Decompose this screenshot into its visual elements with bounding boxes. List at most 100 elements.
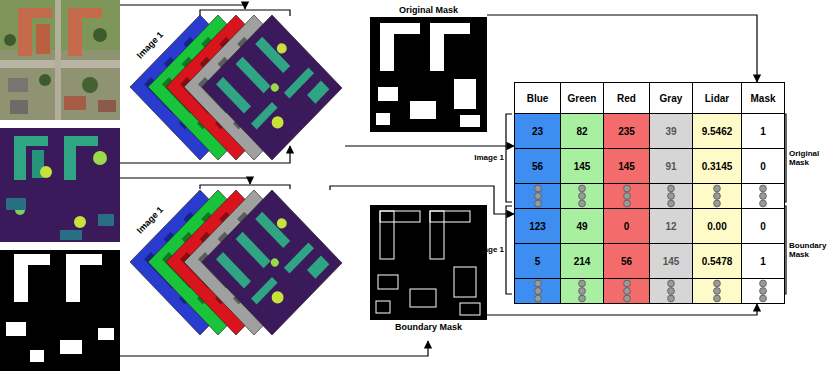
table-cell: [693, 279, 742, 304]
cell-value: 5: [535, 256, 541, 267]
cell-value: 39: [665, 126, 676, 137]
mask-image: [0, 250, 120, 371]
table-cell: 1: [742, 114, 785, 149]
bracket-label: Original Mask: [789, 149, 829, 167]
cell-value: 235: [618, 126, 635, 137]
table-cell: 23: [515, 114, 561, 149]
table-row: [515, 279, 785, 304]
flow-arrow: [487, 304, 757, 315]
table-cell: [561, 184, 604, 209]
cell-value: 1: [760, 256, 766, 267]
ellipsis-dots: [621, 279, 633, 303]
table-cell: [515, 184, 561, 209]
ellipsis-dots: [621, 184, 633, 208]
ellipsis-dots: [665, 184, 677, 208]
bracket-label: Image 1: [460, 245, 504, 254]
channel-layer: [202, 190, 342, 335]
column-header: Lidar: [705, 93, 729, 104]
table-cell: [515, 279, 561, 304]
table-row: 5 214 56 145 0.5478 1: [515, 244, 785, 279]
header-cell: Blue: [515, 83, 561, 114]
ellipsis-dots: [757, 279, 769, 303]
cell-value: 0.5478: [702, 256, 733, 267]
cell-value: 49: [576, 221, 587, 232]
flow-arrow: [345, 145, 514, 146]
lidar-image: [0, 128, 120, 242]
header-cell: Mask: [742, 83, 785, 114]
ellipsis-dots: [757, 184, 769, 208]
ellipsis-dots: [711, 184, 723, 208]
table-cell: [693, 184, 742, 209]
column-header: Red: [617, 93, 636, 104]
table-cell: 56: [604, 244, 650, 279]
table-row: 56145145910.31450: [515, 149, 785, 184]
bracket-label: Image 1: [460, 153, 504, 162]
table-cell: 0.5478: [693, 244, 742, 279]
cell-value: 0: [760, 221, 766, 232]
column-header: Mask: [750, 93, 775, 104]
table-row: 23 82 235 39 9.5462 1: [515, 114, 785, 149]
header-cell: Gray: [650, 83, 693, 114]
table-cell: [604, 279, 650, 304]
cell-value: 145: [663, 256, 680, 267]
header-cell: Red: [604, 83, 650, 114]
cell-value: 0.00: [707, 221, 726, 232]
column-header: Green: [568, 93, 597, 104]
ellipsis-dots: [665, 279, 677, 303]
column-header: Blue: [527, 93, 549, 104]
column-header: Gray: [660, 93, 683, 104]
table-cell: 0.3145: [693, 149, 742, 184]
table-row: 123 49 0 12 0.00 0: [515, 209, 785, 244]
table-cell: [650, 184, 693, 209]
cell-value: 23: [532, 126, 543, 137]
table-cell: 0.00: [693, 209, 742, 244]
aerial-photo: [0, 0, 120, 120]
ellipsis-dots: [576, 184, 588, 208]
mask-label: Original Mask: [370, 3, 487, 17]
value-table: Blue Green Red Gray Lidar Mask 23 82 235 39 9.5462…: [514, 82, 785, 304]
table-cell: 5: [515, 244, 561, 279]
cell-value: 82: [576, 126, 587, 137]
table-cell: 49: [561, 209, 604, 244]
cell-value: 56: [621, 256, 632, 267]
ellipsis-dots: [532, 279, 544, 303]
table-cell: 82: [561, 114, 604, 149]
cell-value: 1: [760, 126, 766, 137]
table-cell: 145: [561, 149, 604, 184]
table-cell: 0: [604, 209, 650, 244]
table-cell: 214: [561, 244, 604, 279]
table-cell: 145: [650, 244, 693, 279]
image-stack: Image 1: [130, 15, 345, 165]
table-cell: [561, 279, 604, 304]
cell-value: 56: [532, 161, 543, 172]
table-cell: 0: [742, 149, 785, 184]
table-cell: 1: [742, 244, 785, 279]
table-cell: 12: [650, 209, 693, 244]
data-table: Blue Green Red Gray Lidar Mask 23 82 235 39 9.5462…: [514, 82, 785, 304]
cell-value: 145: [574, 161, 591, 172]
table-cell: [650, 279, 693, 304]
cell-value: 214: [574, 256, 591, 267]
ellipsis-dots: [711, 279, 723, 303]
cell-value: 0.3145: [702, 161, 733, 172]
flow-arrow: [487, 15, 757, 82]
mask-panel: Original Mask: [370, 3, 487, 132]
ellipsis-dots: [576, 279, 588, 303]
image-stack: Image 1: [130, 190, 345, 340]
cell-value: 0: [624, 221, 630, 232]
table-cell: 9.5462: [693, 114, 742, 149]
mask-image: [370, 205, 487, 320]
channel-layer: [202, 15, 342, 160]
header-cell: Green: [561, 83, 604, 114]
cell-value: 91: [665, 161, 676, 172]
mask-panel: Boundary Mask: [370, 205, 487, 334]
table-row: [515, 184, 785, 209]
table-cell: 39: [650, 114, 693, 149]
table-row: Blue Green Red Gray Lidar Mask: [515, 83, 785, 114]
cell-value: 0: [760, 161, 766, 172]
header-cell: Lidar: [693, 83, 742, 114]
cell-value: 123: [529, 221, 546, 232]
table-cell: 123: [515, 209, 561, 244]
mask-label: Boundary Mask: [370, 320, 487, 334]
table-cell: 0: [742, 209, 785, 244]
